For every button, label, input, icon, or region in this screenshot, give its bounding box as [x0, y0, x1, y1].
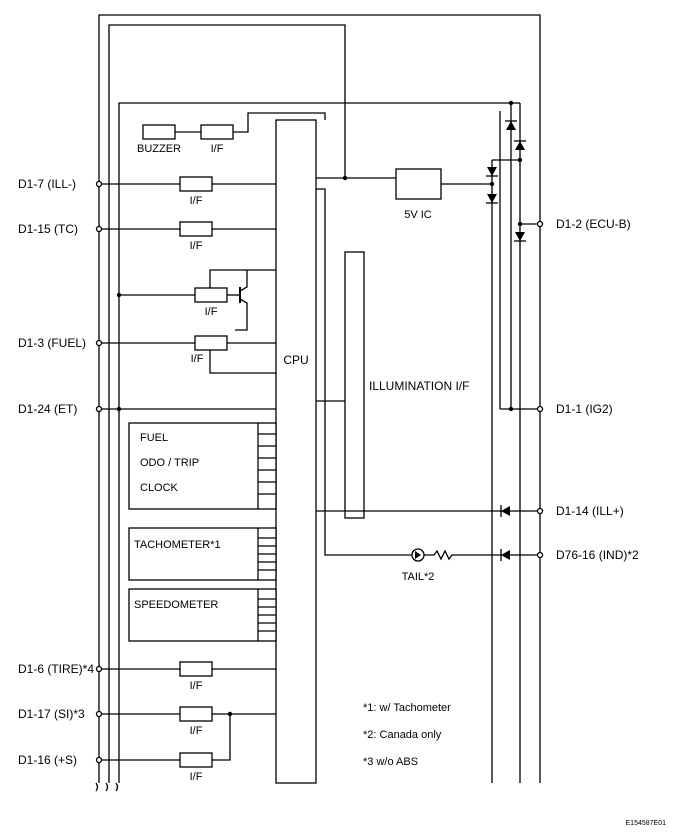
note-1: *1: w/ Tachometer	[363, 702, 451, 714]
regulator-label: 5V IC	[404, 209, 432, 221]
terminal-d1-14: D1-14 (ILL+)	[556, 504, 624, 518]
gauge-clock-label: CLOCK	[140, 482, 179, 494]
terminal-d1-2: D1-2 (ECU-B)	[556, 217, 631, 231]
figure-code: E154587E01	[626, 820, 667, 827]
gauge-speedometer-label: SPEEDOMETER	[134, 599, 218, 611]
cpu-block: CPU	[275, 119, 317, 784]
si-circuit: I/F D1-17 (SI)*3	[18, 706, 276, 761]
gauge-fuel-odo-clock: FUEL ODO / TRIP CLOCK	[128, 422, 277, 510]
fuel-if-label: I/F	[191, 353, 204, 365]
ind-circuit: TAIL*2 D76-16 (IND)*2	[402, 548, 639, 583]
terminal-d1-3: D1-3 (FUEL)	[18, 336, 86, 350]
terminal-d1-1: D1-1 (IG2)	[556, 402, 613, 416]
cpu-label: CPU	[283, 353, 308, 367]
terminal-d1-6: D1-6 (TIRE)*4	[18, 662, 94, 676]
terminal-d1-24: D1-24 (ET)	[18, 402, 77, 416]
gauge-speedometer: SPEEDOMETER	[128, 588, 277, 642]
right-bus: D1-2 (ECU-B)	[486, 100, 631, 783]
regulator-circuit: 5V IC	[316, 157, 523, 556]
tire-circuit: I/F D1-6 (TIRE)*4	[18, 661, 276, 692]
gauge-tachometer-label: TACHOMETER*1	[134, 539, 221, 551]
plus-s-circuit: I/F D1-16 (+S)	[18, 752, 213, 783]
illumination-block: ILLUMINATION I/F	[316, 251, 469, 519]
illumination-label: ILLUMINATION I/F	[369, 379, 469, 393]
ill-minus-circuit: I/F D1-7 (ILL-)	[18, 176, 276, 207]
tire-if-label: I/F	[190, 680, 203, 692]
transistor-if-label: I/F	[205, 306, 218, 318]
tc-if-label: I/F	[190, 240, 203, 252]
terminal-d1-15: D1-15 (TC)	[18, 222, 78, 236]
frame-wires	[95, 14, 541, 792]
gauge-fuel-label: FUEL	[140, 432, 168, 444]
gauge-odo-trip-label: ODO / TRIP	[140, 457, 199, 469]
plus-s-if-label: I/F	[190, 771, 203, 783]
terminal-d1-16: D1-16 (+S)	[18, 753, 77, 767]
ill-minus-if-label: I/F	[190, 195, 203, 207]
note-3: *3 w/o ABS	[363, 756, 418, 768]
buzzer-circuit: BUZZER I/F	[137, 112, 326, 155]
terminal-d76-16: D76-16 (IND)*2	[556, 548, 639, 562]
si-if-label: I/F	[190, 725, 203, 737]
fuel-circuit: I/F D1-3 (FUEL)	[18, 335, 276, 374]
transistor-circuit: I/F	[116, 269, 276, 331]
buzzer-if-label: I/F	[211, 143, 224, 155]
et-circuit: D1-24 (ET)	[18, 402, 276, 416]
gauge-tachometer: TACHOMETER*1	[128, 527, 277, 581]
ig2-circuit: D1-1 (IG2)	[500, 402, 613, 416]
buzzer-label: BUZZER	[137, 143, 181, 155]
terminal-d1-17: D1-17 (SI)*3	[18, 707, 85, 721]
footnotes: *1: w/ Tachometer *2: Canada only *3 w/o…	[363, 702, 451, 768]
ill-plus-circuit: D1-14 (ILL+)	[316, 504, 624, 518]
tc-circuit: I/F D1-15 (TC)	[18, 221, 276, 252]
note-2: *2: Canada only	[363, 729, 442, 741]
terminal-d1-7: D1-7 (ILL-)	[18, 177, 76, 191]
tail-label: TAIL*2	[402, 571, 435, 583]
